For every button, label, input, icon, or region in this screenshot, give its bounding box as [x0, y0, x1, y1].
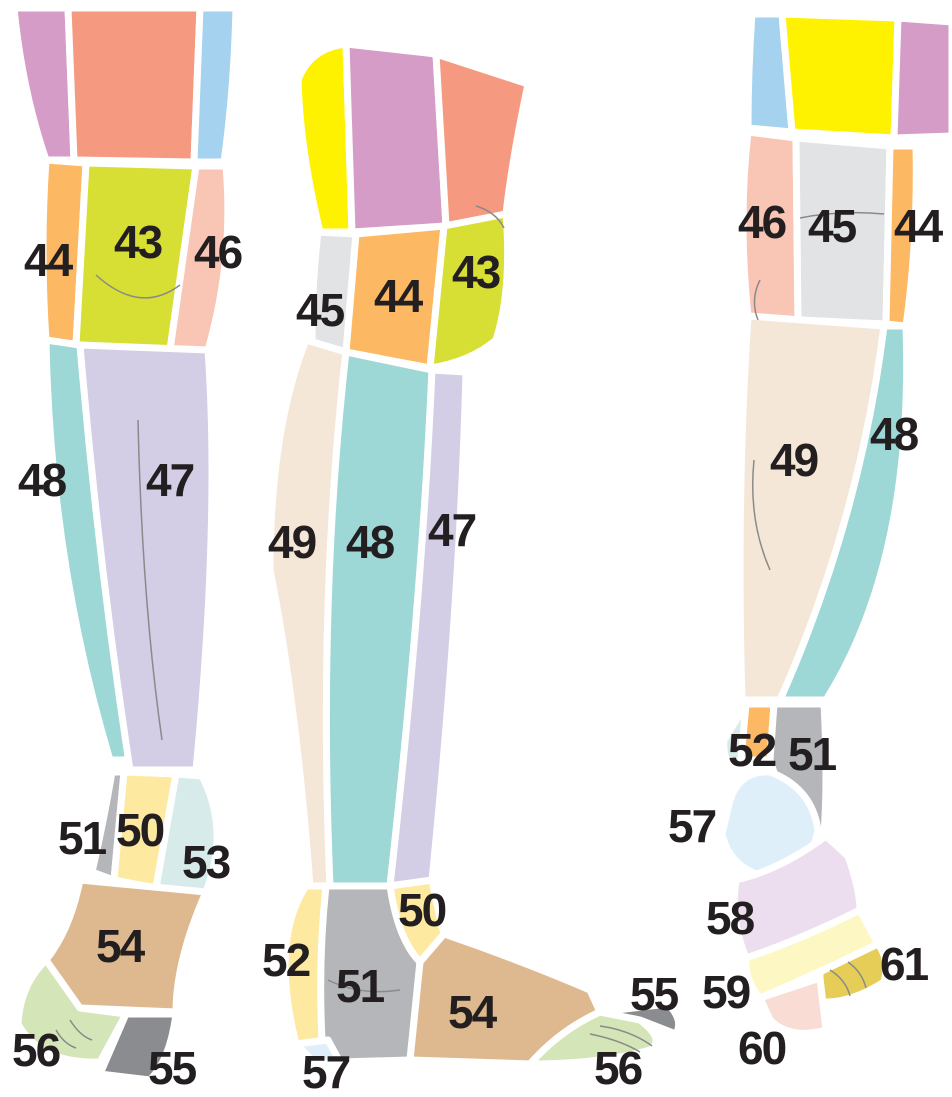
- label-back-61: 61: [880, 938, 929, 990]
- label-back-58: 58: [706, 892, 755, 944]
- label-side-51: 51: [336, 960, 385, 1012]
- label-back-59: 59: [702, 966, 750, 1018]
- back-zone-thigh-yellow: [782, 14, 898, 138]
- label-front-47: 47: [146, 454, 194, 506]
- label-front-48: 48: [18, 454, 67, 506]
- label-side-49: 49: [268, 516, 316, 568]
- label-front-55: 55: [148, 1042, 197, 1092]
- label-back-45: 45: [808, 200, 857, 252]
- label-back-49: 49: [770, 434, 818, 486]
- label-front-44: 44: [24, 234, 74, 286]
- label-front-54: 54: [96, 920, 146, 972]
- back-zone-thigh-purple: [894, 18, 952, 138]
- label-front-51: 51: [58, 812, 107, 864]
- label-side-56: 56: [594, 1042, 642, 1092]
- label-side-50: 50: [398, 884, 446, 936]
- label-side-54: 54: [448, 986, 498, 1038]
- label-front-43: 43: [114, 216, 162, 268]
- front-zone-thigh-salmon: [68, 8, 200, 162]
- label-back-46: 46: [738, 196, 786, 248]
- label-side-44: 44: [374, 270, 424, 322]
- label-side-43: 43: [452, 246, 500, 298]
- label-side-57: 57: [302, 1046, 350, 1092]
- label-back-57: 57: [668, 800, 716, 852]
- front-zone-thigh-blue: [194, 8, 236, 162]
- label-side-55: 55: [630, 968, 679, 1020]
- label-front-53: 53: [182, 836, 230, 888]
- front-zone-thigh-purple: [14, 8, 74, 160]
- side-zone-thigh-purple: [346, 44, 446, 232]
- label-side-52: 52: [262, 934, 310, 986]
- label-side-48: 48: [346, 516, 395, 568]
- label-back-44: 44: [894, 200, 944, 252]
- label-front-56: 56: [12, 1024, 60, 1076]
- label-side-47: 47: [428, 504, 476, 556]
- label-back-51: 51: [788, 728, 837, 780]
- label-front-50: 50: [116, 804, 164, 856]
- label-back-60: 60: [738, 1022, 786, 1074]
- label-side-45: 45: [296, 284, 345, 336]
- label-front-46: 46: [194, 226, 242, 278]
- side-zone-thigh-salmon: [436, 54, 528, 226]
- label-back-52: 52: [728, 724, 776, 776]
- label-back-48: 48: [870, 408, 919, 460]
